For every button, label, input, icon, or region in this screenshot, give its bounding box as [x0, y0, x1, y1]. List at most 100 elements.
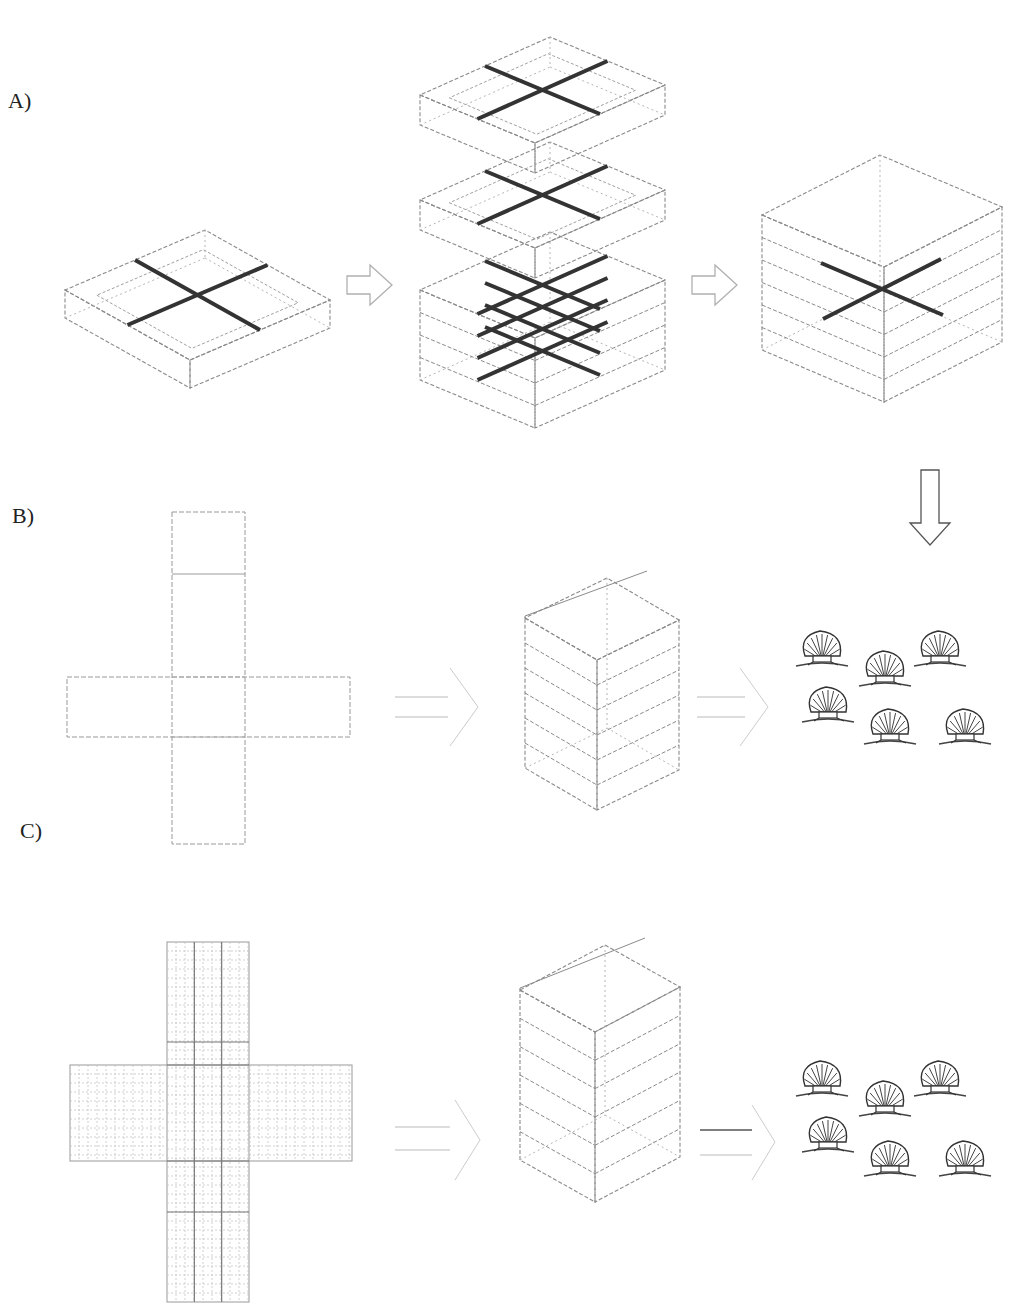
mesh-line [249, 1119, 352, 1120]
net-strip [167, 942, 249, 1302]
scallop-icon [859, 651, 911, 686]
lid-flap [520, 938, 645, 988]
scallop-ear [951, 1172, 981, 1175]
mesh-line [70, 1137, 167, 1138]
scallop-hinge [813, 656, 831, 662]
shelf-line [520, 1018, 595, 1060]
shelf-line [525, 693, 597, 735]
shelf-line [525, 718, 597, 760]
scallop-icon [796, 1061, 848, 1096]
mesh-line [167, 1005, 249, 1006]
mesh-line [167, 1176, 249, 1177]
panel-label: C) [20, 818, 42, 844]
mesh-line [230, 942, 231, 1302]
box-top-edge [420, 37, 665, 143]
net-strip [67, 677, 350, 737]
scallop-shadow [796, 663, 848, 666]
scallop-shadow [796, 1093, 848, 1096]
shelf-line [520, 1103, 595, 1145]
mesh-line [167, 1104, 249, 1105]
mesh-line [167, 1023, 249, 1024]
shelf-line [884, 252, 1002, 312]
shelf-line [884, 275, 1002, 335]
box-hidden-edge [550, 142, 551, 172]
scallop-ear [876, 740, 906, 743]
box-side-face [420, 95, 535, 173]
tray-inner-rim [449, 54, 635, 135]
scallop-hinge [819, 712, 837, 718]
cross-bar [478, 61, 608, 119]
mesh-line [167, 1158, 249, 1159]
box-top-edge [525, 578, 679, 660]
scallop-icon [802, 1117, 854, 1152]
cross-bar [478, 166, 608, 224]
box-top-edge [420, 142, 665, 248]
scallop-hinge [881, 734, 899, 740]
scallop-ear [808, 662, 838, 665]
box-side-face [884, 207, 1002, 402]
cross-bar [485, 171, 600, 219]
box-side-face [762, 215, 884, 402]
shelf-line [597, 695, 679, 735]
shelf-line [525, 668, 597, 710]
cross-bar [485, 283, 600, 331]
mesh-line [167, 1266, 249, 1267]
arrow-head [740, 668, 768, 746]
box-hidden-edge [607, 728, 679, 770]
shelf-line [597, 670, 679, 710]
arrow-head [455, 1100, 480, 1180]
mesh-line [124, 1065, 125, 1161]
mesh-line [249, 1137, 352, 1138]
scallop-shadow [864, 741, 916, 744]
box-top-edge [520, 945, 680, 1032]
scallop-hinge [813, 1086, 831, 1092]
assembled-stack [762, 155, 1002, 402]
mesh-line [167, 1257, 249, 1258]
box-hidden-edge [550, 67, 665, 115]
scallop-icon [796, 631, 848, 666]
tray-stack [420, 232, 665, 428]
fold-line [167, 1160, 249, 1161]
arrow-head [450, 668, 478, 746]
mesh-line [167, 1041, 249, 1042]
mesh-line [167, 1077, 249, 1078]
box-side-face [595, 987, 680, 1202]
shelf-line [595, 1044, 680, 1089]
mesh-line [259, 1065, 260, 1161]
mesh-line [249, 1146, 352, 1147]
mesh-line [79, 1065, 80, 1161]
mesh-line [167, 1050, 249, 1051]
box-side-face [525, 618, 597, 810]
shelf-line [595, 1100, 680, 1145]
box-hidden-edge [520, 1115, 605, 1160]
mesh-line [304, 1065, 305, 1161]
shelf-line [884, 297, 1002, 357]
mesh-line [167, 1068, 249, 1069]
shelf-line [762, 328, 884, 380]
shelf-line [520, 1132, 595, 1174]
mesh-line [167, 1122, 249, 1123]
mesh-line [70, 1128, 167, 1129]
arrow-line [700, 1129, 752, 1130]
scallop-hinge [956, 1166, 974, 1172]
cross-net [70, 942, 352, 1302]
scallop-ear [814, 718, 844, 721]
mesh-line [249, 1074, 352, 1075]
cross-bar [821, 263, 943, 315]
shelf-line [595, 1015, 680, 1060]
panel-label: B) [12, 503, 34, 529]
arrow-line [697, 697, 745, 698]
box-hidden-edge [550, 172, 665, 220]
mesh-line [70, 1074, 167, 1075]
mesh-line [167, 1131, 249, 1132]
scallop-icon [864, 709, 916, 744]
mesh-line [160, 1065, 161, 1161]
scallop-hinge [819, 1142, 837, 1148]
mesh-line [167, 1248, 249, 1249]
scallop-ear [808, 1092, 838, 1095]
scallop-icon [802, 687, 854, 722]
mesh-line [167, 1275, 249, 1276]
mesh-line [97, 1065, 98, 1161]
mesh-line [250, 1065, 251, 1161]
shelf-line [525, 743, 597, 785]
